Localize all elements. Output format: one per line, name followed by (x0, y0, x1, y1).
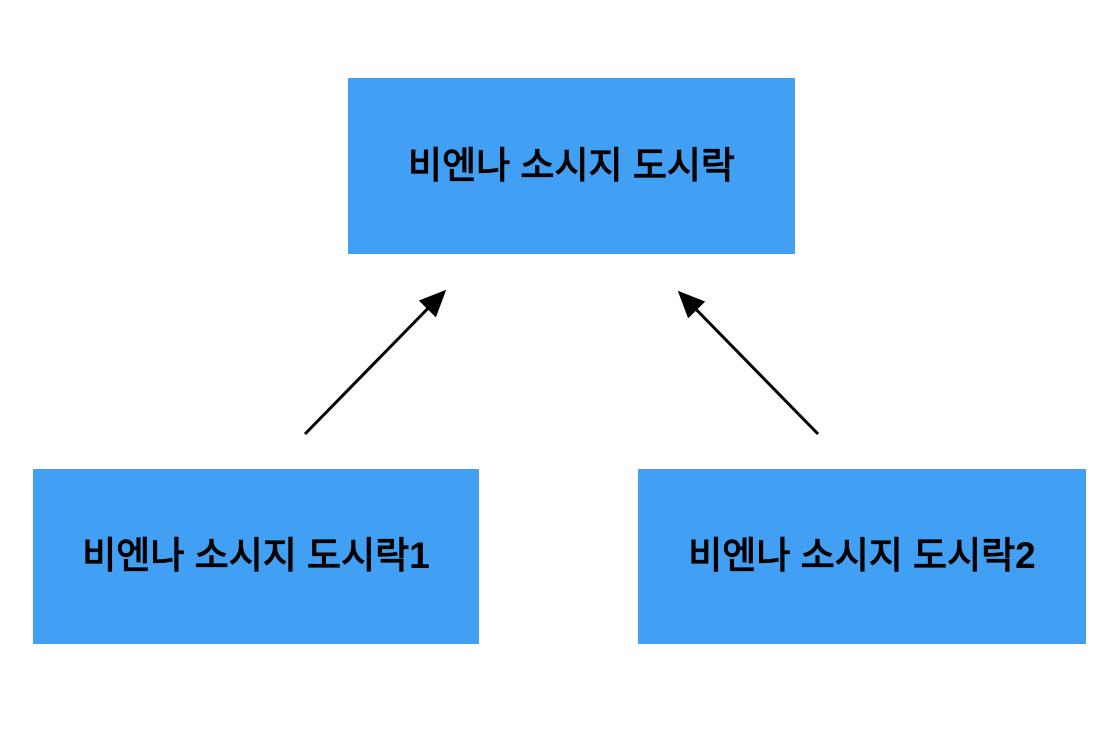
arrow-child1-to-parent (303, 289, 447, 436)
node-child2: 비엔나 소시지 도시락2 (638, 469, 1086, 644)
arrow-child2-to-parent (677, 290, 820, 436)
node-parent: 비엔나 소시지 도시락 (348, 78, 795, 254)
node-parent-label: 비엔나 소시지 도시락 (408, 144, 735, 186)
node-child1: 비엔나 소시지 도시락1 (33, 469, 479, 644)
node-child2-label: 비엔나 소시지 도시락2 (688, 535, 1036, 577)
node-child1-label: 비엔나 소시지 도시락1 (82, 535, 430, 577)
